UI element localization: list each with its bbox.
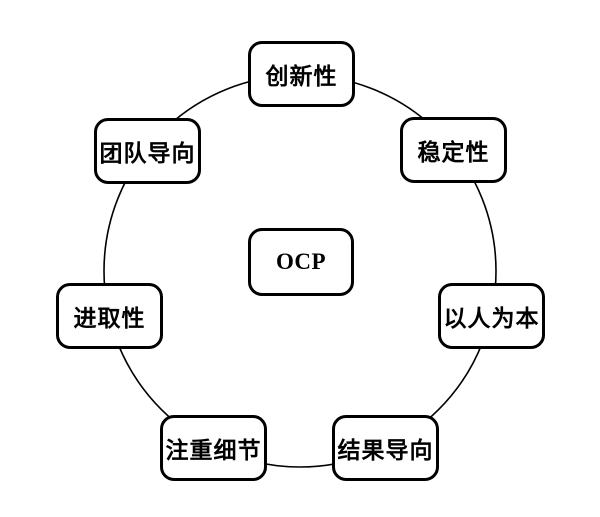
node-innovation: 创新性	[248, 41, 355, 107]
node-attention-to-detail: 注重细节	[160, 415, 267, 481]
node-center-ocp: OCP	[248, 228, 354, 296]
node-results-oriented: 结果导向	[332, 415, 439, 481]
node-aggressiveness: 进取性	[56, 283, 163, 349]
node-people-oriented: 以人为本	[438, 283, 545, 349]
node-team-oriented: 团队导向	[94, 118, 201, 184]
node-stability: 稳定性	[400, 117, 507, 183]
